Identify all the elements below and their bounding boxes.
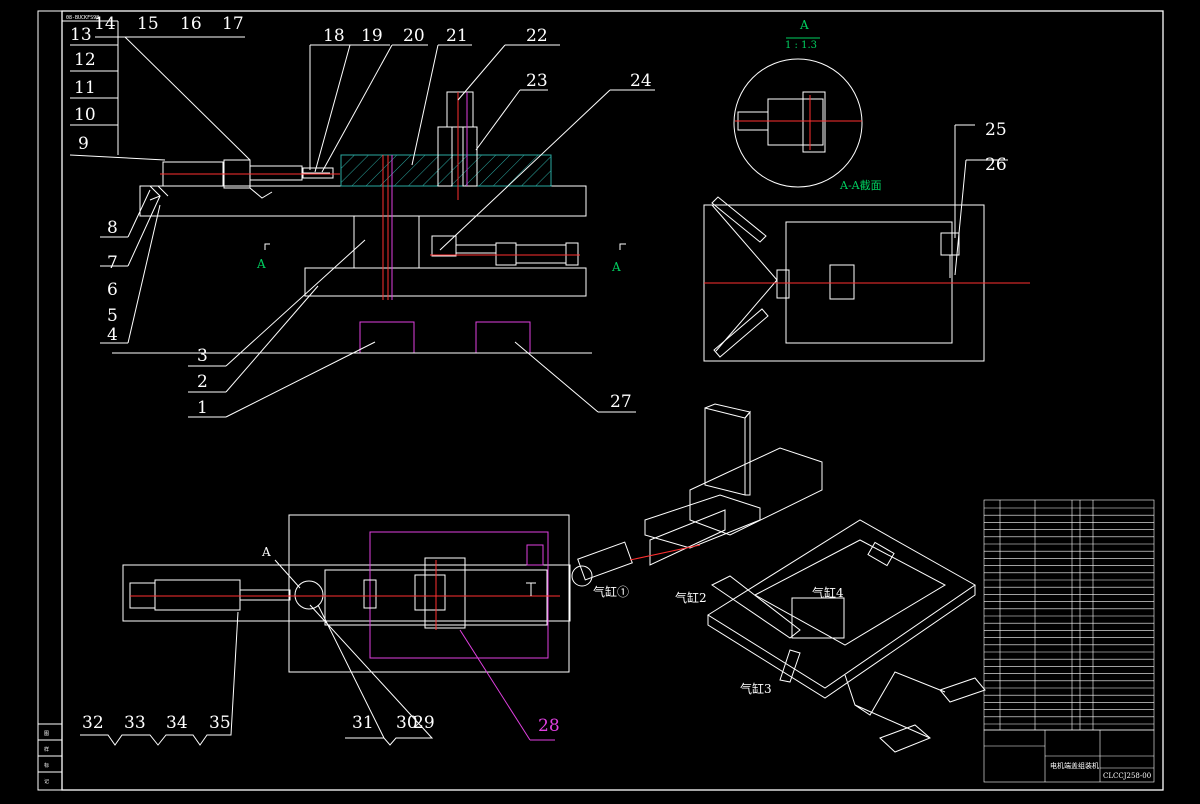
front-centerlines [160, 92, 580, 300]
part-number: 33 [124, 713, 146, 733]
parts-list [983, 499, 1155, 783]
drawing-frame [61, 10, 1164, 791]
section-mark-right: A [611, 260, 621, 274]
part-number: 7 [107, 253, 118, 273]
part-number: 10 [74, 105, 96, 125]
left-strip-text-1: 图 [44, 731, 49, 737]
part-number: 17 [222, 14, 244, 34]
part-number: 21 [446, 26, 468, 46]
part-number: 1 [197, 398, 208, 418]
part-number: 18 [323, 26, 345, 46]
part-number-magenta: 28 [538, 716, 560, 736]
part-numbers: 1 2 3 4 5 6 7 8 9 10 11 12 13 14 15 16 1… [70, 14, 1007, 736]
section-arrows [264, 243, 626, 250]
part-number: 25 [985, 120, 1007, 140]
top-left-code: 08-BUCKFS98 [66, 15, 99, 21]
left-strip-text-3: 标 [44, 762, 49, 769]
part-number: 26 [985, 155, 1007, 175]
part-number: 2 [197, 372, 208, 392]
cylinder-3-label: 气缸3 [740, 681, 772, 696]
drawing-code: CLCCJ258-00 [1103, 772, 1151, 780]
part-number: 20 [403, 26, 425, 46]
drawing-name: 电机端盖组装机 [1050, 761, 1099, 770]
left-strip [37, 723, 63, 791]
part-number: 35 [209, 713, 231, 733]
part-number: 5 [107, 306, 118, 326]
left-strip-text-2: 样 [44, 746, 49, 753]
part-number: 14 [94, 14, 116, 34]
detail-A [733, 37, 863, 188]
part-number: 29 [413, 713, 435, 733]
detail-letter: A [799, 18, 809, 32]
section-AA [703, 124, 1030, 362]
front-magenta [391, 92, 468, 300]
part-number: 23 [526, 71, 548, 91]
cylinder-2-label: 气缸2 [675, 590, 707, 605]
cylinder-1-label: 气缸① [593, 584, 629, 599]
part-number: 15 [137, 14, 159, 34]
part-number: 30 [396, 713, 418, 733]
section-mark-left: A [256, 257, 266, 271]
leaders-top [309, 44, 655, 251]
part-number: 24 [630, 71, 652, 91]
part-number: 4 [107, 325, 118, 345]
top-view [80, 514, 571, 746]
left-strip-text-4: 记 [44, 778, 49, 785]
part-number: 3 [197, 346, 208, 366]
part-number: 8 [107, 218, 118, 238]
part-number: 27 [610, 392, 632, 412]
part-number: 19 [361, 26, 383, 46]
part-number: 9 [78, 134, 89, 154]
part-number: 16 [180, 14, 202, 34]
part-number: 13 [70, 25, 92, 45]
part-number: 31 [352, 713, 374, 733]
part-number: 12 [74, 50, 96, 70]
detail-scale: 1 : 1.3 [785, 40, 817, 51]
section-title: A-A截面 [839, 178, 882, 192]
part-number: 22 [526, 26, 548, 46]
isometric-sketch [571, 403, 986, 753]
part-number: 34 [166, 713, 188, 733]
front-view [69, 21, 592, 354]
cylinder-4-label: 气缸4 [812, 585, 844, 600]
callout-A: A [261, 545, 271, 559]
part-number: 11 [74, 78, 96, 98]
part-number: 32 [82, 713, 104, 733]
part-number: 6 [107, 280, 118, 300]
leaders-left [100, 189, 636, 418]
